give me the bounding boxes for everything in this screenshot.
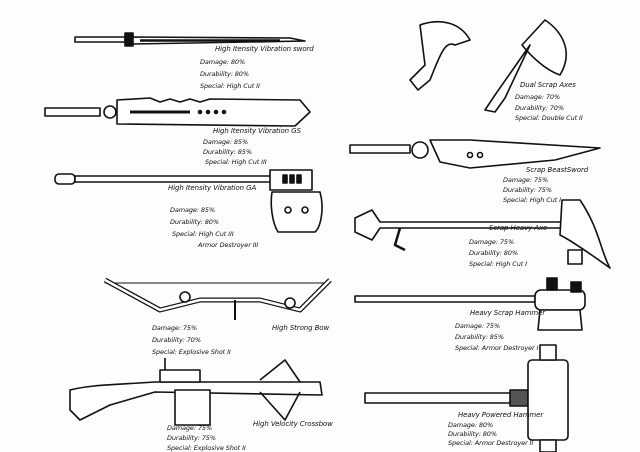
weapon-title: Scrap Heavy Axe <box>489 224 548 232</box>
durability-stat: Durability: 85% <box>455 333 504 341</box>
durability-stat: Durability: 70% <box>515 104 564 112</box>
special-stat: Special: Explosive Shot II <box>167 444 246 452</box>
special-stat: Special: High Cut I <box>503 196 561 204</box>
weapon-title: Dual Scrap Axes <box>520 81 576 89</box>
vibration-sword-drawing <box>74 32 306 47</box>
damage-stat: Damage: 75% <box>152 324 198 332</box>
durability-stat: Durability: 80% <box>170 218 219 226</box>
damage-stat: Damage: 75% <box>469 238 515 246</box>
durability-stat: Durability: 75% <box>167 434 216 442</box>
special-stat: Special: High Cut III <box>172 230 234 238</box>
special-stat: Armor Destroyer III <box>198 241 259 249</box>
special-stat: Special: Explosive Shot II <box>152 348 231 356</box>
special-stat: Special: Armor Destroyer II <box>448 439 534 447</box>
durability-stat: Durability: 80% <box>448 430 497 438</box>
special-stat: Special: Double Cut II <box>515 114 583 122</box>
weapon-title: Scrap BeastSword <box>526 166 589 174</box>
damage-stat: Damage: 75% <box>503 176 549 184</box>
durability-stat: Durability: 75% <box>503 186 552 194</box>
weapon-title: High Velocity Crossbow <box>253 420 333 428</box>
damage-stat: Damage: 85% <box>170 206 216 214</box>
damage-stat: Damage: 80% <box>448 421 494 429</box>
weapon-title: High Itensity Vibration GA <box>168 184 257 192</box>
special-stat: Special: High Cut II <box>200 82 260 90</box>
scrap-heavy-axe-drawing <box>354 199 611 269</box>
special-stat: Special: High Cut III <box>205 158 267 166</box>
damage-stat: Damage: 70% <box>515 93 561 101</box>
durability-stat: Durability: 85% <box>203 148 252 156</box>
scrap-beastsword-drawing <box>349 139 601 169</box>
heavy-powered-hammer-drawing <box>364 344 569 452</box>
strong-bow-drawing <box>103 277 332 320</box>
weapon-title: High Itensity Vibration sword <box>215 45 314 53</box>
vibration-greatsword-drawing <box>44 97 311 127</box>
weapon-title: High Itensity Vibration GS <box>213 127 301 135</box>
weapon-title: Heavy Powered Hammer <box>458 411 544 419</box>
vibration-greataxe-drawing <box>54 169 323 233</box>
damage-stat: Damage: 75% <box>167 424 213 432</box>
damage-stat: Damage: 75% <box>455 322 501 330</box>
special-stat: Special: Armor Destroyer I <box>455 344 539 352</box>
dual-scrap-axes-drawing <box>409 19 567 113</box>
damage-stat: Damage: 80% <box>200 58 246 66</box>
durability-stat: Durability: 80% <box>469 249 518 257</box>
weapon-title: Heavy Scrap Hammer <box>470 309 546 317</box>
damage-stat: Damage: 85% <box>203 138 249 146</box>
velocity-crossbow-drawing <box>69 358 323 426</box>
special-stat: Special: High Cut I <box>469 260 527 268</box>
durability-stat: Durability: 80% <box>200 70 249 78</box>
weapon-title: High Strong Bow <box>272 324 330 332</box>
durability-stat: Durability: 70% <box>152 336 201 344</box>
heavy-scrap-hammer-drawing <box>354 277 586 331</box>
